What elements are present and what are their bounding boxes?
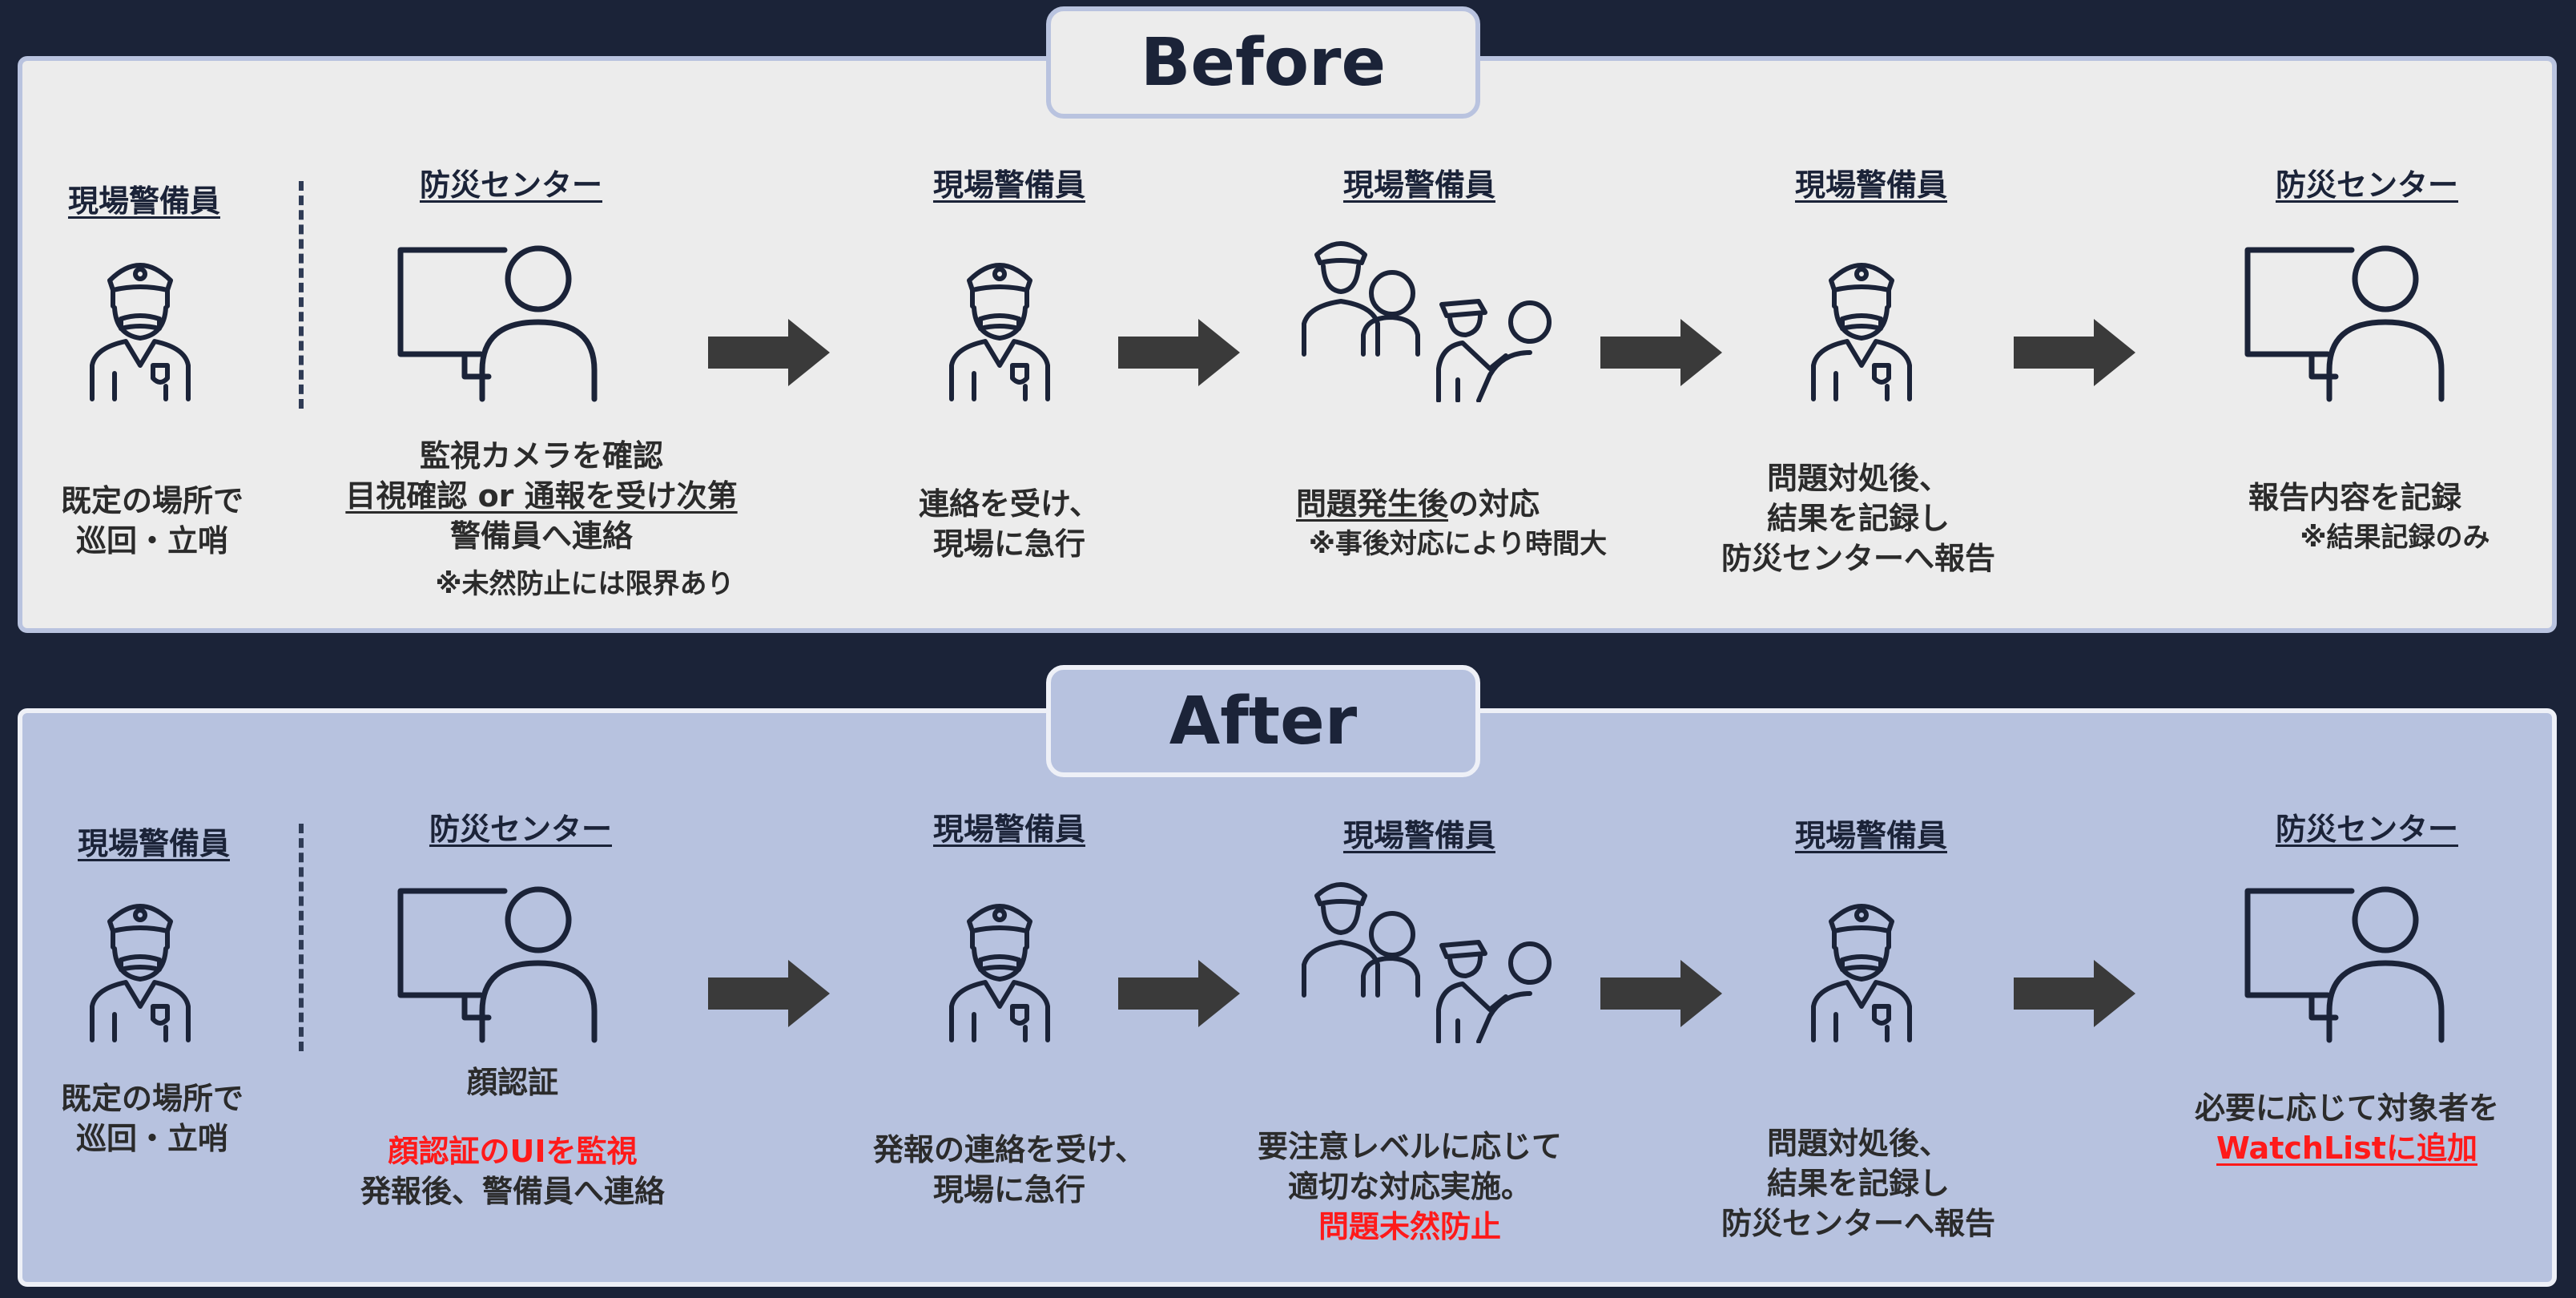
- guards-confront-icon: [1290, 234, 1554, 402]
- before-role-guard-respond: 現場警備員: [932, 167, 1085, 203]
- after-step6-text: 必要に応じて対象者を WatchListに追加: [2194, 1090, 2499, 1166]
- before-step1-text: 既定の場所で巡回・立哨: [60, 483, 244, 558]
- before-divider: [299, 181, 304, 409]
- after-step1-text: 既定の場所で巡回・立哨: [60, 1081, 244, 1156]
- before-role-disaster-center: 防災センター: [419, 167, 602, 203]
- before-step6-text: 報告内容を記録: [2248, 480, 2461, 515]
- after-role-disaster-center: 防災センター: [429, 812, 612, 847]
- before-step4-text: 問題発生後の対応: [1295, 486, 1540, 522]
- after-role-guard-respond: 現場警備員: [932, 812, 1085, 847]
- before-role-guard-handle: 現場警備員: [1342, 167, 1495, 203]
- before-role-center-record: 防災センター: [2275, 167, 2458, 203]
- before-step2-text: 監視カメラを確認 目視確認 or 通報を受け次第 警備員へ連絡: [345, 438, 738, 554]
- before-step5-text: 問題対処後、結果を記録し防災センターへ報告: [1721, 461, 1995, 576]
- after-arrow-4: [2014, 960, 2135, 1027]
- guard-icon: [84, 886, 196, 1046]
- monitor-operator-icon: [2240, 883, 2448, 1043]
- before-title: Before: [1046, 6, 1480, 119]
- before-role-patrol-guard: 現場警備員: [67, 183, 220, 219]
- after-role-guard-report: 現場警備員: [1794, 818, 1947, 853]
- before-arrow-2: [1118, 319, 1240, 386]
- after-role-guard-handle: 現場警備員: [1342, 818, 1495, 853]
- after-step4-text: 要注意レベルに応じて 適切な対応実施。 問題未然防止: [1257, 1129, 1562, 1244]
- monitor-operator-icon: [2240, 242, 2448, 402]
- guards-confront-icon: [1290, 875, 1554, 1043]
- after-step5-text: 問題対処後、結果を記録し防災センターへ報告: [1721, 1126, 1995, 1241]
- before-arrow-3: [1600, 319, 1722, 386]
- before-step4-note: ※事後対応により時間大: [1308, 528, 1608, 560]
- guard-icon: [944, 886, 1056, 1046]
- before-step6-note: ※結果記録のみ: [2300, 522, 2490, 554]
- monitor-operator-icon: [392, 883, 601, 1043]
- before-role-guard-report: 現場警備員: [1794, 167, 1947, 203]
- before-arrow-1: [708, 319, 830, 386]
- after-step3-text: 発報の連絡を受け、現場に急行: [872, 1132, 1146, 1207]
- after-role-patrol-guard: 現場警備員: [77, 826, 230, 861]
- guard-icon: [1805, 245, 1918, 405]
- after-arrow-2: [1118, 960, 1240, 1027]
- after-arrow-1: [708, 960, 830, 1027]
- before-panel: [18, 56, 2557, 633]
- before-step2-note: ※未然防止には限界あり: [435, 568, 735, 600]
- after-arrow-3: [1600, 960, 1722, 1027]
- after-step2-caption: 顔認証: [466, 1065, 558, 1100]
- guard-icon: [1805, 886, 1918, 1046]
- before-arrow-4: [2014, 319, 2135, 386]
- guard-icon: [944, 245, 1056, 405]
- guard-icon: [84, 245, 196, 405]
- before-step3-text: 連絡を受け、現場に急行: [918, 486, 1101, 562]
- monitor-operator-icon: [392, 242, 601, 402]
- after-role-center-watchlist: 防災センター: [2275, 812, 2458, 847]
- after-step2-text: 顔認証のUIを監視 発報後、警備員へ連絡: [360, 1134, 665, 1209]
- after-divider: [299, 824, 304, 1051]
- after-title: After: [1046, 665, 1480, 777]
